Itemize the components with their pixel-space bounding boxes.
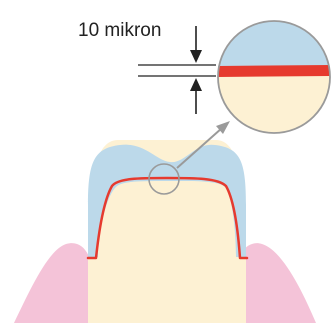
measurement-label: 10 mikron xyxy=(78,20,161,42)
zoom-coating xyxy=(215,65,333,77)
zoom-detail xyxy=(210,15,333,140)
gum-right xyxy=(236,243,316,323)
zoom-dentin xyxy=(210,75,333,140)
gum-left xyxy=(14,243,92,323)
